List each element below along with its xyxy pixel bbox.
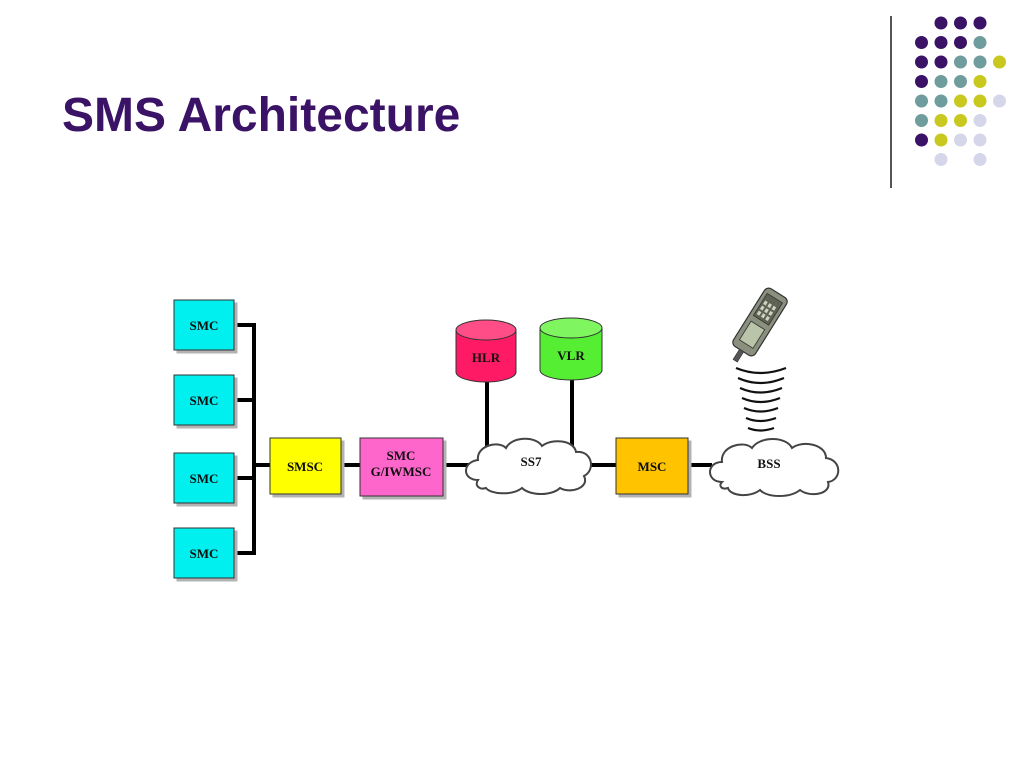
vlr-database: VLR xyxy=(539,317,603,381)
radio-wave-icon xyxy=(735,366,787,432)
msc-box xyxy=(615,437,689,495)
smc-node: SMC xyxy=(173,527,235,579)
smc-label: SMC xyxy=(190,546,219,561)
smsc-box xyxy=(269,437,342,495)
ss7-network-cloud: SS7 xyxy=(465,437,592,495)
smc-node: SMC xyxy=(173,452,235,504)
hlr-cylinder-top xyxy=(455,319,517,341)
msc-node: MSC xyxy=(615,437,689,495)
gateway-label-line2: G/IWMSC xyxy=(371,464,432,479)
decorative-divider-line xyxy=(890,16,892,188)
bss-label: BSS xyxy=(757,456,780,471)
connection-lines xyxy=(234,323,712,555)
msc-label: MSC xyxy=(638,459,667,474)
mobile-phone-icon xyxy=(732,287,788,363)
vlr-cylinder-body xyxy=(539,328,603,381)
hlr-label: HLR xyxy=(472,350,501,365)
gateway-box xyxy=(359,437,444,497)
smc-box xyxy=(173,299,235,351)
smsc-node: SMSC xyxy=(269,437,342,495)
smc-node: SMC xyxy=(173,299,235,351)
smc-box xyxy=(173,527,235,579)
hlr-database: HLR xyxy=(455,319,517,383)
gateway-label-line1: SMC xyxy=(387,448,416,463)
slide-title: SMS Architecture xyxy=(62,89,461,142)
smc-box xyxy=(173,452,235,504)
smc-label: SMC xyxy=(190,318,219,333)
ss7-label: SS7 xyxy=(521,454,542,469)
smc-label: SMC xyxy=(190,393,219,408)
hlr-cylinder-body xyxy=(455,330,517,383)
vlr-label: VLR xyxy=(557,348,585,363)
smsc-label: SMSC xyxy=(287,459,323,474)
bss-cloud-shape xyxy=(709,438,840,497)
bss-network-cloud: BSS xyxy=(709,438,840,497)
vlr-cylinder-top xyxy=(539,317,603,339)
smc-box xyxy=(173,374,235,426)
smc-node: SMC xyxy=(173,374,235,426)
gateway-node: SMC G/IWMSC xyxy=(359,437,444,497)
smc-label: SMC xyxy=(190,471,219,486)
ss7-cloud-shape xyxy=(465,437,592,495)
